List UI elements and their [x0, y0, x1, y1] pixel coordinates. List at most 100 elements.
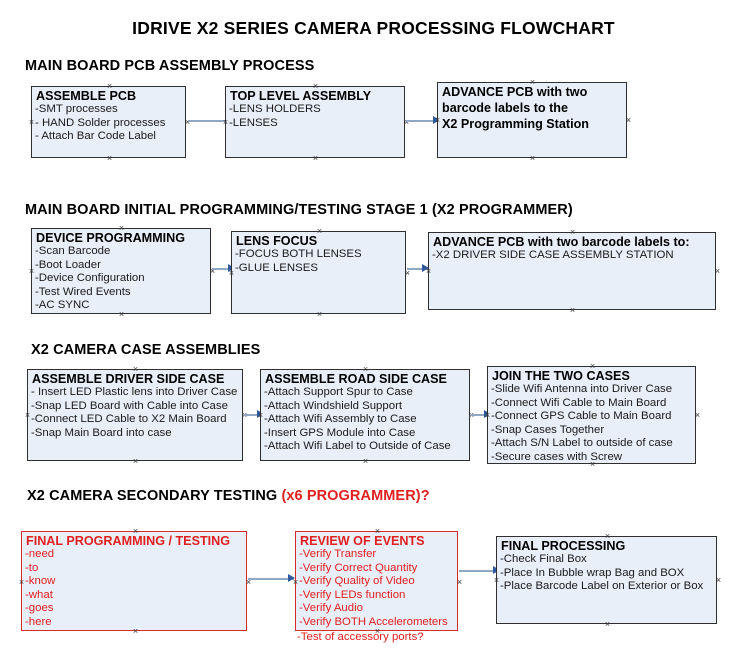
box-join-the-two-cases[interactable]: JOIN THE TWO CASES -Slide Wifi Antenna i… — [487, 366, 696, 464]
box-line: -Attach S/N Label to outside of case — [491, 437, 673, 450]
box-body: -Attach Support Spur to Case -Attach Win… — [261, 386, 469, 454]
resize-handle-left[interactable] — [257, 412, 264, 419]
box-line: -GLUE LENSES — [235, 261, 318, 274]
box-assemble-pcb[interactable]: ASSEMBLE PCB -SMT processes - HAND Solde… — [31, 86, 186, 158]
resize-handle-left[interactable] — [493, 577, 500, 584]
resize-handle-top[interactable] — [132, 366, 139, 373]
resize-handle-bottom[interactable] — [132, 628, 139, 635]
box-title: ASSEMBLE PCB — [36, 89, 137, 103]
box-body: - Insert LED Plastic lens into Driver Ca… — [28, 386, 242, 440]
resize-handle-top[interactable] — [374, 528, 381, 535]
resize-handle-left[interactable] — [434, 117, 441, 124]
box-line: - Insert LED Plastic lens into Driver Ca… — [31, 386, 238, 398]
resize-handle-right[interactable] — [245, 579, 252, 586]
box-line: -FOCUS BOTH LENSES — [235, 248, 362, 260]
resize-handle-bottom[interactable] — [118, 311, 125, 318]
resize-handle-right[interactable] — [404, 270, 411, 277]
box-body: -LENS HOLDERS -LENSES — [226, 103, 404, 130]
box-device-programming[interactable]: DEVICE PROGRAMMING -Scan Barcode -Boot L… — [31, 228, 211, 314]
box-title: ASSEMBLE ROAD SIDE CASE — [265, 372, 447, 386]
box-advance-pcb-driver-side[interactable]: ADVANCE PCB with two barcode labels to: … — [428, 232, 716, 310]
resize-handle-top[interactable] — [529, 79, 536, 86]
box-title: DEVICE PROGRAMMING — [36, 231, 186, 245]
resize-handle-bottom[interactable] — [132, 458, 139, 465]
box-title: ASSEMBLE DRIVER SIDE CASE — [32, 372, 225, 386]
resize-handle-right[interactable] — [456, 579, 463, 586]
resize-handle-top[interactable] — [118, 225, 125, 232]
box-final-processing[interactable]: FINAL PROCESSING -Check Final Box -Place… — [496, 536, 717, 624]
box-title: ADVANCE PCB with two barcode labels to: — [433, 235, 690, 249]
resize-handle-right[interactable] — [714, 268, 721, 275]
resize-handle-bottom[interactable] — [529, 155, 536, 162]
section-heading-text: X2 CAMERA CASE ASSEMBLIES — [31, 342, 261, 358]
box-line: -LENS HOLDERS — [229, 103, 321, 115]
resize-handle-left[interactable] — [292, 579, 299, 586]
connector-line — [406, 120, 439, 122]
connector-line — [459, 570, 501, 572]
resize-handle-bottom[interactable] — [316, 311, 323, 318]
box-top-level-assembly[interactable]: TOP LEVEL ASSEMBLY -LENS HOLDERS -LENSES — [225, 86, 405, 158]
resize-handle-top[interactable] — [604, 533, 611, 540]
section-heading-main-board-pcb-assembly: MAIN BOARD PCB ASSEMBLY PROCESS — [25, 58, 314, 74]
resize-handle-top[interactable] — [106, 83, 113, 90]
box-line: -Verify Quality of Video — [299, 575, 415, 588]
page-title: IDRIVE X2 SERIES CAMERA PROCESSING FLOWC… — [132, 18, 615, 38]
box-line: -AC SYNC — [35, 299, 90, 312]
resize-handle-left[interactable] — [18, 579, 25, 586]
resize-handle-top[interactable] — [132, 528, 139, 535]
resize-handle-top[interactable] — [589, 363, 596, 370]
box-line: -Slide Wifi Antenna into Driver Case — [491, 383, 673, 395]
box-assemble-driver-side-case[interactable]: ASSEMBLE DRIVER SIDE CASE - Insert LED P… — [27, 369, 243, 461]
resize-handle-left[interactable] — [28, 268, 35, 275]
box-line: -Verify Correct Quantity — [299, 561, 418, 574]
resize-handle-top[interactable] — [569, 229, 576, 236]
section-heading-x2-camera-case-assemblies: X2 CAMERA CASE ASSEMBLIES — [31, 342, 260, 358]
box-review-of-events[interactable]: REVIEW OF EVENTS -Verify Transfer -Verif… — [295, 531, 458, 631]
box-line: - HAND Solder processes — [35, 116, 166, 129]
resize-handle-bottom[interactable] — [312, 155, 319, 162]
resize-handle-top[interactable] — [312, 83, 319, 90]
box-line: -Attach Windshield Support — [264, 399, 403, 412]
box-line: -Attach Wifi Label to Outside of Case — [264, 440, 451, 453]
box-title: FINAL PROCESSING — [501, 539, 626, 553]
box-line: -here — [25, 615, 52, 628]
resize-handle-bottom[interactable] — [362, 458, 369, 465]
resize-handle-left[interactable] — [222, 119, 229, 126]
resize-handle-left[interactable] — [228, 270, 235, 277]
resize-handle-left[interactable] — [484, 412, 491, 419]
box-title-line3: X2 Programming Station — [442, 117, 589, 131]
box-advance-pcb-programming-station[interactable]: ADVANCE PCB with two barcode labels to t… — [437, 82, 627, 158]
box-title: FINAL PROGRAMMING / TESTING — [26, 534, 231, 548]
resize-handle-bottom[interactable] — [604, 621, 611, 628]
box-line: -know — [25, 575, 56, 588]
box-line: -Verify Transfer — [299, 548, 377, 560]
resize-handle-top[interactable] — [316, 228, 323, 235]
box-line: -Check Final Box — [500, 553, 587, 565]
box-body: -Scan Barcode -Boot Loader -Device Confi… — [32, 245, 210, 313]
resize-handle-right[interactable] — [694, 412, 701, 419]
resize-handle-bottom[interactable] — [569, 307, 576, 314]
connector-line — [471, 414, 490, 416]
connector-line — [212, 268, 234, 270]
resize-handle-left[interactable] — [425, 268, 432, 275]
connector-line — [244, 414, 263, 416]
resize-handle-left[interactable] — [24, 412, 31, 419]
box-lens-focus[interactable]: LENS FOCUS -FOCUS BOTH LENSES -GLUE LENS… — [231, 231, 406, 314]
resize-handle-top[interactable] — [362, 366, 369, 373]
box-line: - Attach Bar Code Label — [35, 130, 156, 143]
box-line: -Attach Wifi Assembly to Case — [264, 413, 417, 426]
box-line: -Verify Audio — [299, 602, 363, 615]
box-assemble-road-side-case[interactable]: ASSEMBLE ROAD SIDE CASE -Attach Support … — [260, 369, 470, 461]
resize-handle-right[interactable] — [625, 117, 632, 124]
box-line: -Connect GPS Cable to Main Board — [491, 410, 672, 423]
resize-handle-left[interactable] — [28, 119, 35, 126]
box-line: -SMT processes — [35, 103, 118, 115]
box-line: -Place In Bubble wrap Bag and BOX — [500, 566, 685, 579]
box-body: -Verify Transfer -Verify Correct Quantit… — [296, 548, 457, 630]
resize-handle-bottom[interactable] — [589, 461, 596, 468]
resize-handle-bottom[interactable] — [106, 155, 113, 162]
resize-handle-right[interactable] — [715, 577, 722, 584]
box-final-programming-testing[interactable]: FINAL PROGRAMMING / TESTING -need -to -k… — [21, 531, 247, 631]
connector-arrow-icon — [288, 574, 295, 582]
